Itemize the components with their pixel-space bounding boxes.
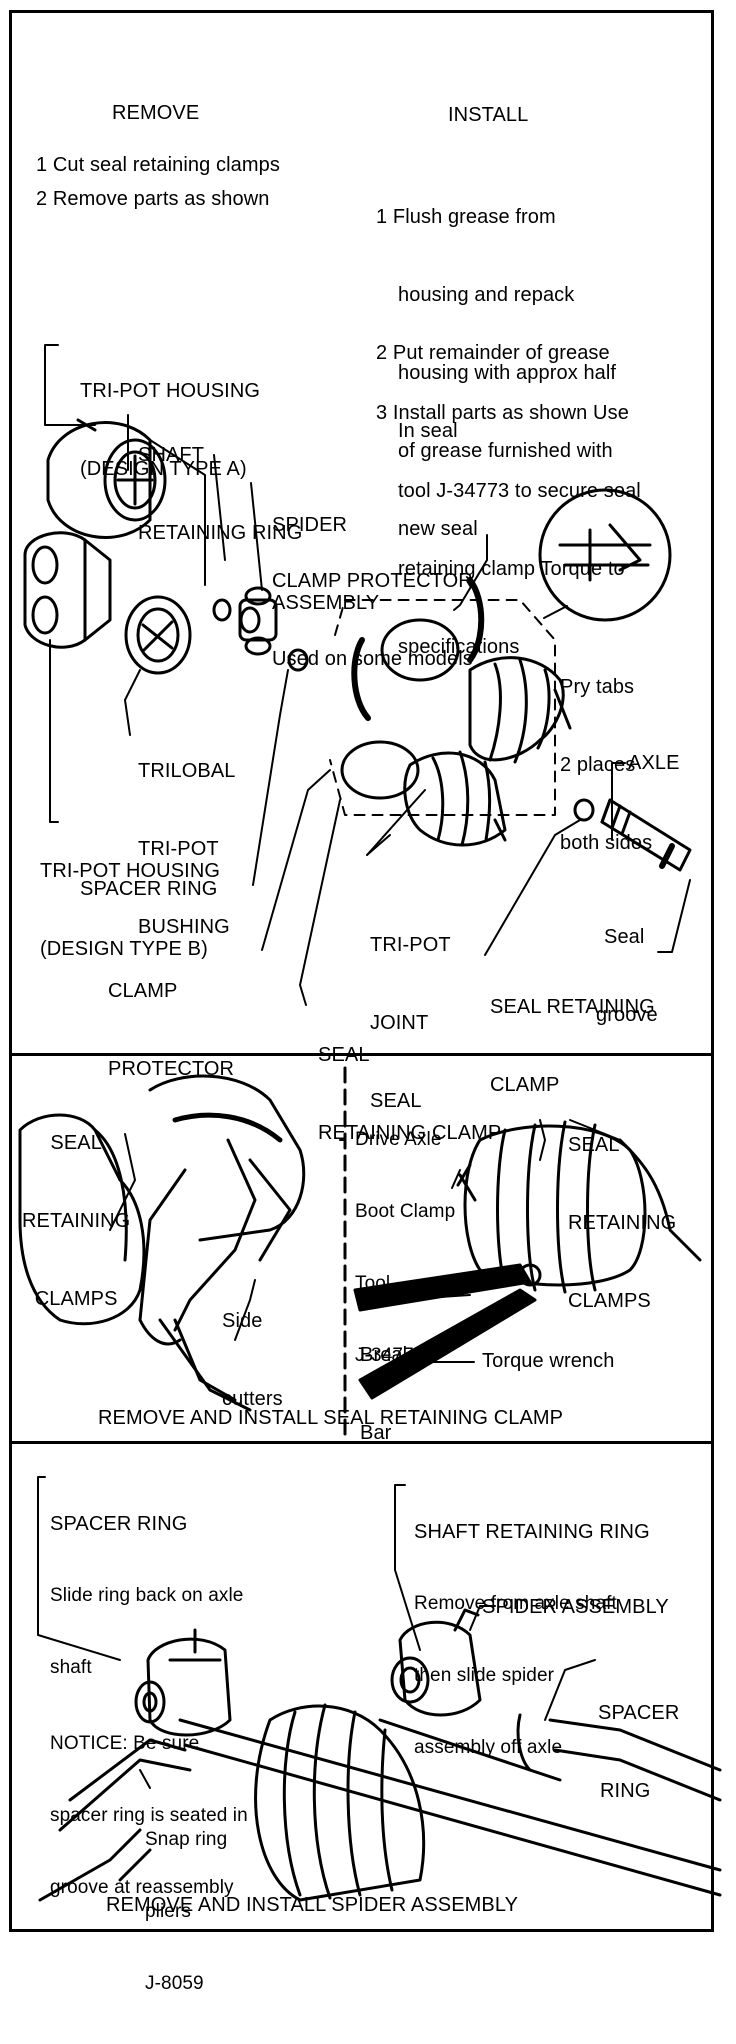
spider-assembly-drawing bbox=[238, 586, 278, 656]
label-drive-axle-boot-clamp-tool: Drive Axle Boot Clamp Tool J-34773 bbox=[355, 1129, 456, 1366]
label-spider-assembly-p3: SPIDER ASSEMBLY bbox=[482, 1596, 669, 1618]
boot-lower-drawing bbox=[403, 750, 507, 847]
label-pry-tabs: Pry tabs 2 places both sides bbox=[560, 676, 653, 854]
alignment-dash bbox=[329, 599, 556, 816]
axle-drawing bbox=[573, 798, 692, 872]
panel2-left-drawing bbox=[18, 1074, 346, 1412]
install-heading: INSTALL bbox=[448, 104, 529, 126]
label-seal-groove: Seal groove bbox=[596, 926, 658, 1026]
remove-step-2: 2 Remove parts as shown bbox=[36, 188, 270, 210]
pry-tab-inset-drawing bbox=[538, 488, 672, 622]
label-seal-retaining-clamp-right: SEAL RETAINING CLAMP bbox=[490, 996, 655, 1096]
service-diagram-page: REMOVE 1 Cut seal retaining clamps 2 Rem… bbox=[9, 10, 722, 1994]
label-seal-retaining-clamps-left: SEAL RETAINING CLAMPS bbox=[22, 1132, 131, 1310]
panel3-drawing bbox=[38, 1608, 722, 1902]
remove-heading: REMOVE bbox=[112, 102, 200, 124]
install-step-3: 3 Install parts as shown Use tool J-3477… bbox=[376, 402, 641, 658]
clamp-ring-upper bbox=[380, 618, 460, 682]
label-torque-wrench: Torque wrench bbox=[482, 1350, 615, 1372]
label-clamp-protector-bottom: CLAMP PROTECTOR bbox=[108, 980, 235, 1080]
label-seal-retaining-clamps-right: SEAL RETAINING CLAMPS bbox=[568, 1134, 677, 1312]
shaft-retaining-ring-drawing bbox=[212, 598, 232, 622]
label-clamp-protector-top: CLAMP PROTECTOR Used on some models bbox=[272, 570, 473, 670]
spacer-ring-drawing bbox=[287, 648, 309, 672]
panel-divider-2 bbox=[9, 1441, 714, 1444]
label-tripot-housing-a: TRI-POT HOUSING (DESIGN TYPE A) bbox=[80, 380, 261, 480]
clamp-protector-drawing-right bbox=[467, 577, 485, 663]
label-spider-assembly: SPIDER ASSEMBLY bbox=[272, 514, 380, 614]
label-tripot-housing-b: TRI-POT HOUSING (DESIGN TYPE B) bbox=[40, 860, 221, 960]
outer-frame bbox=[9, 10, 714, 1932]
label-tripot-joint-seal: TRI-POT JOINT SEAL bbox=[370, 934, 451, 1112]
install-step-1: 1 Flush grease from housing and repack h… bbox=[376, 206, 617, 540]
label-seal-retaining-clamp-bottom: SEAL RETAINING CLAMP bbox=[318, 1044, 502, 1144]
label-spacer-ring-right: SPACER RING bbox=[598, 1702, 680, 1802]
trilobal-bushing-drawing bbox=[124, 595, 192, 675]
label-axle: AXLE bbox=[628, 752, 680, 774]
install-step-2: 2 Put remainder of grease In seal bbox=[376, 342, 610, 442]
label-spacer-ring-instructions: SPACER RING Slide ring back on axle shaf… bbox=[50, 1513, 248, 1898]
remove-step-1: 1 Cut seal retaining clamps bbox=[36, 154, 280, 176]
tripot-housing-a-drawing bbox=[46, 418, 167, 539]
leader-lines-panel3 bbox=[37, 1476, 596, 1789]
boot-upper-drawing bbox=[468, 656, 572, 764]
panel3-caption: REMOVE AND INSTALL SPIDER ASSEMBLY bbox=[106, 1894, 519, 1916]
leader-lines-panel2 bbox=[109, 1119, 621, 1371]
label-side-cutters: Side cutters bbox=[222, 1310, 283, 1410]
label-shaft-retaining-ring-instructions: SHAFT RETAINING RING Remove from axle sh… bbox=[414, 1521, 650, 1758]
label-breaker-bar: Breaker Bar bbox=[360, 1344, 431, 1444]
panel2-caption: REMOVE AND INSTALL SEAL RETAINING CLAMP bbox=[98, 1407, 564, 1429]
panel-divider-1 bbox=[9, 1053, 714, 1056]
label-shaft-retaining-ring: SHAFT RETAINING RING bbox=[138, 444, 303, 544]
label-trilobal-bushing: TRILOBAL TRI-POT BUSHING bbox=[138, 760, 236, 938]
leader-lines-panel1 bbox=[44, 344, 691, 1006]
clamp-ring-lower bbox=[340, 740, 420, 800]
tripot-housing-b-drawing bbox=[23, 531, 112, 649]
label-spacer-ring: SPACER RING bbox=[80, 878, 218, 900]
panel2-right-drawing bbox=[353, 1120, 702, 1400]
clamp-protector-drawing-left bbox=[351, 637, 371, 721]
exploded-view-artwork bbox=[18, 344, 722, 1902]
